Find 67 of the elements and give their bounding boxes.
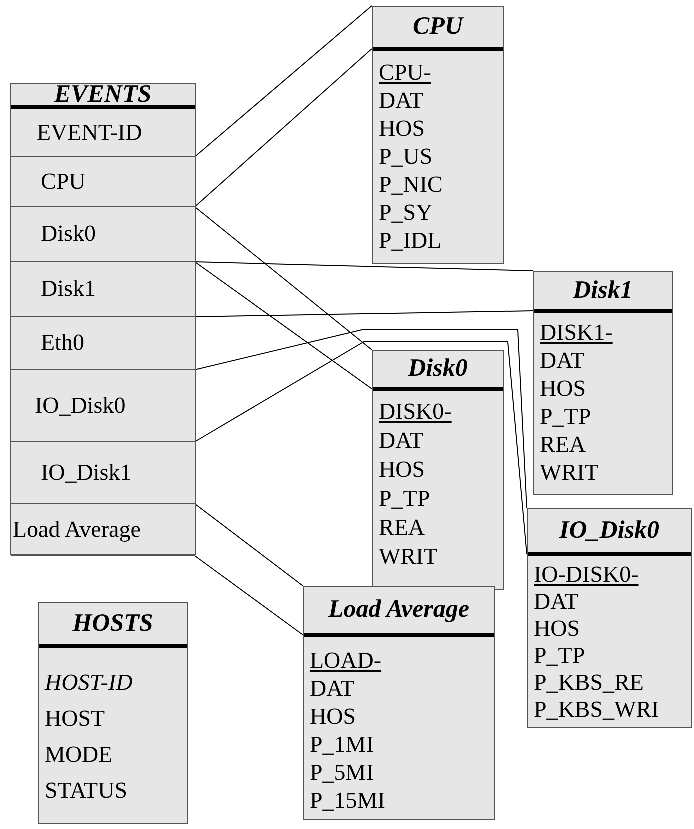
connector-line bbox=[194, 504, 304, 586]
field-name: Disk0 bbox=[41, 221, 96, 247]
field-name: HOS bbox=[534, 615, 582, 642]
field-name: MODE bbox=[45, 741, 114, 769]
field-name: HOS bbox=[379, 115, 426, 143]
table-title: EVENTS bbox=[54, 80, 152, 108]
field-name: STATUS bbox=[45, 777, 129, 805]
field-name: DAT bbox=[540, 347, 586, 375]
field-name: P_KBS_RE bbox=[534, 669, 645, 696]
connector-line bbox=[194, 330, 528, 508]
table-title: HOSTS bbox=[72, 610, 154, 638]
field-name: REA bbox=[379, 514, 426, 542]
field-name: HOS bbox=[540, 375, 588, 403]
field-name: WRIT bbox=[379, 543, 439, 571]
field-name: P_TP bbox=[540, 403, 592, 431]
field-name: HOST bbox=[45, 705, 106, 733]
field-name: P_IDL bbox=[379, 227, 443, 255]
field-name: DISK1- bbox=[540, 319, 613, 347]
field-name: IO-DISK0- bbox=[534, 561, 640, 588]
connector-line bbox=[194, 48, 372, 208]
entity-table bbox=[10, 83, 196, 555]
field-name: P_15MI bbox=[310, 787, 386, 815]
entity-table bbox=[372, 350, 504, 590]
field-name: IO_Disk0 bbox=[35, 392, 126, 418]
table-title: Disk1 bbox=[573, 276, 633, 304]
field-name: CPU bbox=[41, 168, 86, 194]
entity-table bbox=[372, 6, 504, 264]
field-name: P_NIC bbox=[379, 171, 443, 199]
field-name: HOS bbox=[310, 703, 358, 731]
entity-table bbox=[533, 271, 673, 495]
field-name: P_5MI bbox=[310, 759, 375, 787]
field-name: DAT bbox=[379, 87, 425, 115]
connector-line bbox=[194, 310, 534, 318]
connector-line bbox=[194, 6, 372, 158]
field-name: WRIT bbox=[540, 459, 600, 487]
table-title: IO_Disk0 bbox=[559, 516, 660, 544]
table-title: CPU bbox=[413, 13, 463, 41]
field-name: REA bbox=[540, 431, 587, 459]
connector-line bbox=[194, 206, 372, 350]
field-name: P_US bbox=[379, 143, 434, 171]
field-name: IO_Disk1 bbox=[41, 460, 132, 486]
table-title: Load Average bbox=[328, 596, 470, 624]
connector-line bbox=[194, 262, 372, 390]
field-name: P_SY bbox=[379, 199, 434, 227]
field-name: P_TP bbox=[379, 485, 432, 513]
field-name: DAT bbox=[310, 675, 356, 703]
field-name: EVENT-ID bbox=[37, 120, 142, 146]
field-name: Eth0 bbox=[41, 330, 84, 356]
connector-line bbox=[194, 342, 528, 554]
entity-table bbox=[303, 586, 495, 820]
field-name: DAT bbox=[534, 588, 580, 615]
connector-line bbox=[194, 262, 534, 272]
table-title: Disk0 bbox=[408, 355, 468, 383]
field-name: DISK0- bbox=[379, 398, 452, 426]
connector-line bbox=[194, 556, 304, 636]
entity-table bbox=[527, 508, 692, 728]
field-name: P_KBS_WRI bbox=[534, 696, 660, 723]
field-name: LOAD- bbox=[310, 647, 383, 675]
field-name: P_TP bbox=[534, 642, 586, 669]
field-name: P_1MI bbox=[310, 731, 375, 759]
field-name: CPU- bbox=[379, 59, 432, 87]
entity-table bbox=[38, 602, 188, 824]
field-name: Load Average bbox=[13, 516, 141, 542]
field-name: DAT bbox=[379, 427, 425, 455]
field-name: Disk1 bbox=[41, 276, 96, 302]
field-name: HOS bbox=[379, 456, 426, 484]
field-name: HOST-ID bbox=[45, 669, 133, 697]
